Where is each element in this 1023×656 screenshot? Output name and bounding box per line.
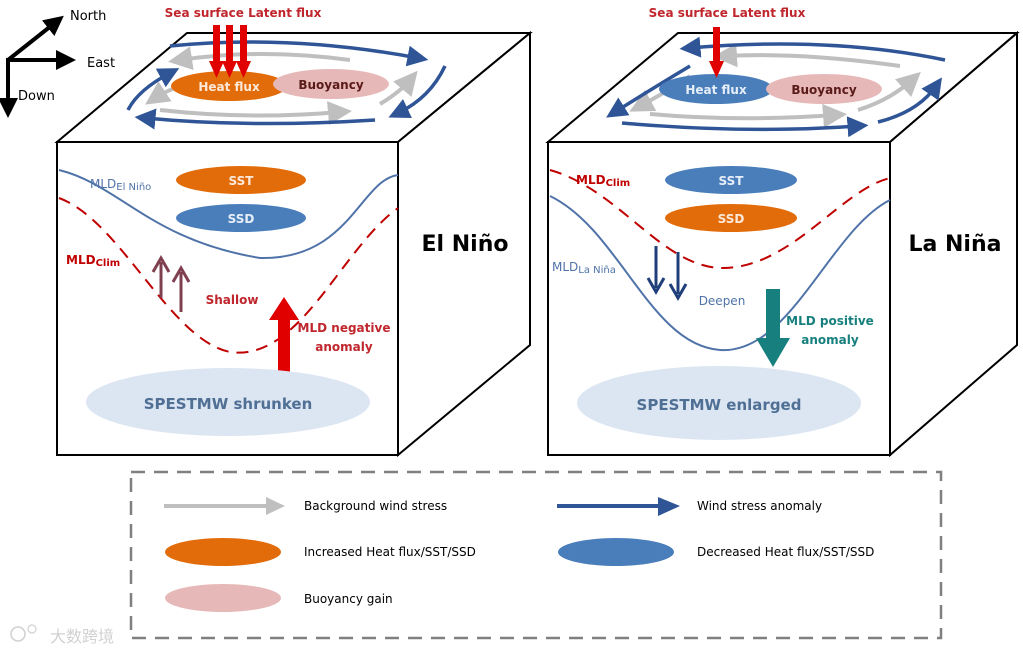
mld-negative-anomaly-arrow bbox=[269, 297, 299, 374]
latent-flux-arrows bbox=[209, 25, 251, 78]
anomaly-label-line1: MLD positive bbox=[786, 314, 874, 328]
down-arrow-icon bbox=[709, 61, 724, 78]
heat-flux-ellipse bbox=[171, 71, 287, 101]
decreased-ellipse bbox=[558, 538, 674, 566]
down-arrow-icon bbox=[209, 61, 224, 78]
wind-anomaly-arrow bbox=[621, 116, 869, 138]
background-wind-arrow bbox=[649, 103, 847, 128]
mld-el-nino-label: MLDEl Niño bbox=[90, 177, 151, 193]
north-label: North bbox=[70, 9, 106, 24]
wind-anomaly-arrow bbox=[388, 65, 447, 119]
anomaly-label-line2: anomaly bbox=[801, 333, 859, 347]
heat-flux-label: Heat flux bbox=[685, 83, 747, 97]
surface-flux-label: Sea surface Latent flux bbox=[649, 6, 806, 20]
surface-circulation bbox=[606, 36, 946, 138]
background-wind-arrow bbox=[857, 71, 921, 112]
watermark-text: 大数跨境 bbox=[50, 627, 114, 646]
background-wind-arrow bbox=[168, 46, 351, 71]
wind-anomaly-arrow bbox=[134, 108, 376, 130]
legend-label: Background wind stress bbox=[304, 499, 447, 513]
down-label: Down bbox=[18, 89, 55, 104]
anomaly-label-line1: MLD negative bbox=[298, 321, 391, 335]
background-wind-arrow bbox=[378, 70, 418, 106]
spestmw-label: SPESTMW shrunken bbox=[144, 395, 313, 413]
buoyancy-ellipse bbox=[766, 74, 882, 104]
mld-clim-label: MLDClim bbox=[66, 253, 120, 269]
el-nino-title: El Niño bbox=[422, 232, 509, 257]
latent-flux-arrow bbox=[709, 27, 724, 78]
watermark: 大数跨境 bbox=[10, 624, 114, 646]
buoyancy-label: Buoyancy bbox=[298, 78, 364, 92]
up-arrow-icon bbox=[269, 297, 299, 320]
wind-anomaly-arrow bbox=[877, 77, 942, 124]
deepen-label: Deepen bbox=[699, 294, 746, 308]
mld-la-nina-curve bbox=[549, 195, 891, 352]
background-wind-arrow bbox=[159, 101, 352, 126]
heat-flux-label: Heat flux bbox=[198, 80, 260, 94]
legend-border bbox=[129, 470, 943, 640]
la-nina-box: Heat flux Buoyancy Sea surface Latent fl… bbox=[545, 6, 1020, 458]
buoyancy-label: Buoyancy bbox=[791, 83, 857, 97]
deepen-arrows bbox=[646, 246, 688, 302]
compass: North East Down bbox=[0, 9, 115, 118]
mld-la-nina-label: MLDLa Niña bbox=[552, 260, 616, 276]
shallow-label: Shallow bbox=[206, 293, 259, 307]
legend-label: Decreased Heat flux/SST/SSD bbox=[697, 545, 874, 559]
background-wind-arrow bbox=[713, 43, 901, 68]
sst-ellipse bbox=[176, 166, 306, 194]
sst-label: SST bbox=[229, 174, 255, 188]
el-nino-box: Heat flux Buoyancy Sea surface Latent fl… bbox=[54, 6, 533, 458]
arrow-head-icon bbox=[658, 497, 680, 516]
surface-flux-label: Sea surface Latent flux bbox=[165, 6, 322, 20]
wind-anomaly-arrow bbox=[169, 40, 429, 67]
sst-ellipse bbox=[665, 166, 797, 194]
sst-label: SST bbox=[719, 174, 745, 188]
spestmw-ellipse bbox=[86, 368, 370, 436]
increased-ellipse bbox=[165, 538, 281, 566]
ssd-label: SSD bbox=[718, 212, 745, 226]
ssd-label: SSD bbox=[228, 212, 255, 226]
ssd-ellipse bbox=[665, 204, 797, 232]
spestmw-label: SPESTMW enlarged bbox=[637, 396, 802, 414]
ssd-ellipse bbox=[176, 204, 306, 232]
buoyancy-ellipse bbox=[273, 69, 389, 99]
down-arrow-icon bbox=[222, 61, 237, 78]
wind-anomaly-arrow bbox=[606, 64, 691, 118]
legend-label: Increased Heat flux/SST/SSD bbox=[304, 545, 476, 559]
legend: Background wind stress Wind stress anoma… bbox=[129, 470, 943, 640]
wind-anomaly-arrow bbox=[126, 68, 180, 111]
down-arrow-icon bbox=[756, 338, 790, 367]
legend-label: Buoyancy gain bbox=[304, 592, 393, 606]
spestmw-ellipse bbox=[577, 366, 861, 440]
east-label: East bbox=[87, 56, 115, 71]
mld-clim-curve bbox=[549, 169, 891, 270]
mld-clim-curve bbox=[58, 197, 399, 354]
buoyancy-ellipse bbox=[165, 584, 281, 612]
shallow-arrows bbox=[151, 254, 191, 312]
mld-el-nino-curve bbox=[58, 169, 399, 260]
down-arrow-icon bbox=[236, 61, 251, 78]
mld-positive-anomaly-arrow bbox=[756, 289, 790, 367]
anomaly-label-line2: anomaly bbox=[315, 340, 373, 354]
legend-label: Wind stress anomaly bbox=[697, 499, 822, 513]
mld-clim-label: MLDClim bbox=[576, 173, 630, 189]
watermark-logo-icon bbox=[10, 626, 26, 642]
heat-flux-ellipse bbox=[659, 74, 773, 104]
arrow-head-icon bbox=[266, 497, 285, 515]
la-nina-title: La Niña bbox=[909, 232, 1002, 257]
north-arrow-icon bbox=[6, 15, 64, 62]
wind-anomaly-arrow bbox=[679, 36, 946, 62]
